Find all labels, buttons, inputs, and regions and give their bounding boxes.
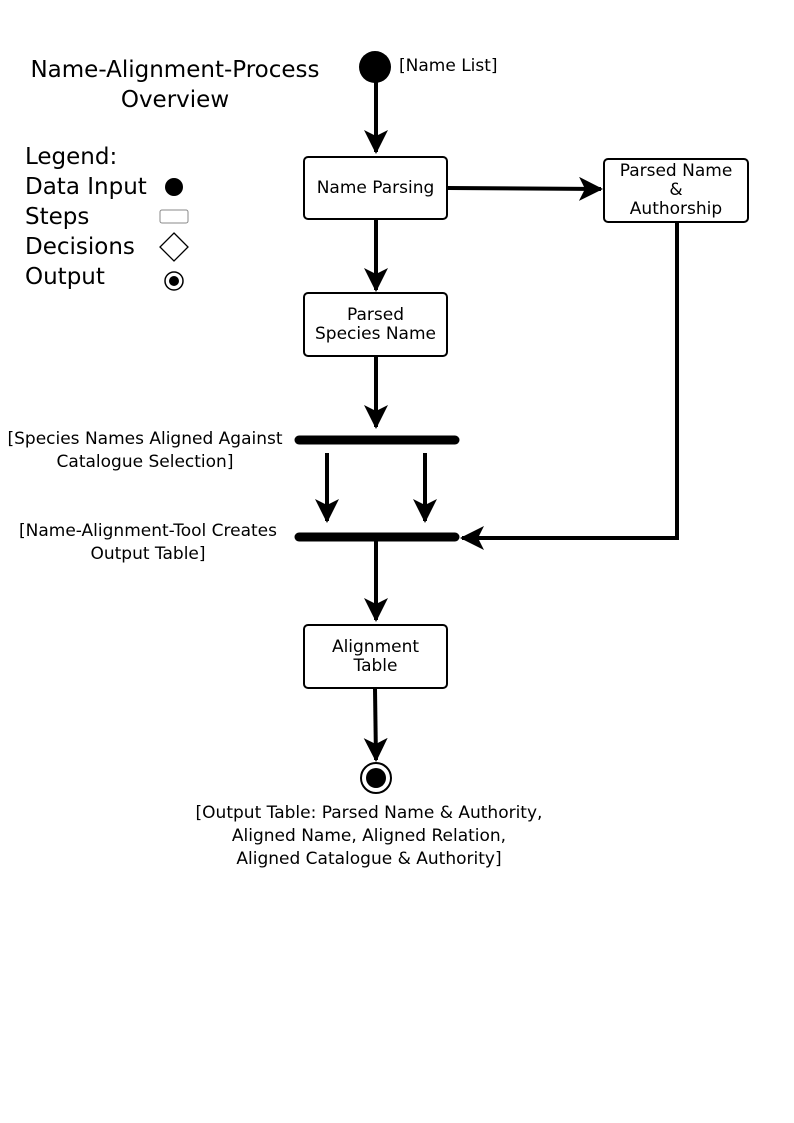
diagram-title: Name-Alignment-Process Overview <box>0 55 350 115</box>
legend-decisions-icon <box>159 232 189 262</box>
edge-authorship-to-bar2 <box>460 222 679 550</box>
step-parsed-name-authorship: Parsed Name & Authorship <box>603 158 749 223</box>
start-label: [Name List] <box>399 56 498 76</box>
legend-data-input-icon <box>165 178 183 196</box>
legend-heading: Legend: <box>25 144 118 170</box>
legend-output-label: Output <box>25 264 105 290</box>
end-node <box>360 762 392 794</box>
legend-output-icon <box>164 271 184 291</box>
edge-parsing-to-authorship <box>447 176 603 201</box>
step-parsed-species-name: Parsed Species Name <box>303 292 448 357</box>
join-bar-label: [Name-Alignment-Tool Creates Output Tabl… <box>19 521 277 564</box>
legend-decisions-label: Decisions <box>25 234 135 260</box>
legend-data-input-label: Data Input <box>25 174 147 200</box>
step-alignment-table: Alignment Table <box>303 624 448 689</box>
start-node <box>359 51 391 83</box>
fork-bar-label: [Species Names Aligned Against Catalogue… <box>7 429 283 472</box>
legend-steps-label: Steps <box>25 204 90 230</box>
step-name-parsing: Name Parsing <box>303 156 448 220</box>
title-line-1: Name-Alignment-Process <box>30 57 320 83</box>
title-line-2: Overview <box>120 87 230 113</box>
legend-steps-icon <box>159 209 189 224</box>
edge-table-to-end <box>363 688 388 762</box>
output-label: [Output Table: Parsed Name & Authority, … <box>195 803 543 869</box>
